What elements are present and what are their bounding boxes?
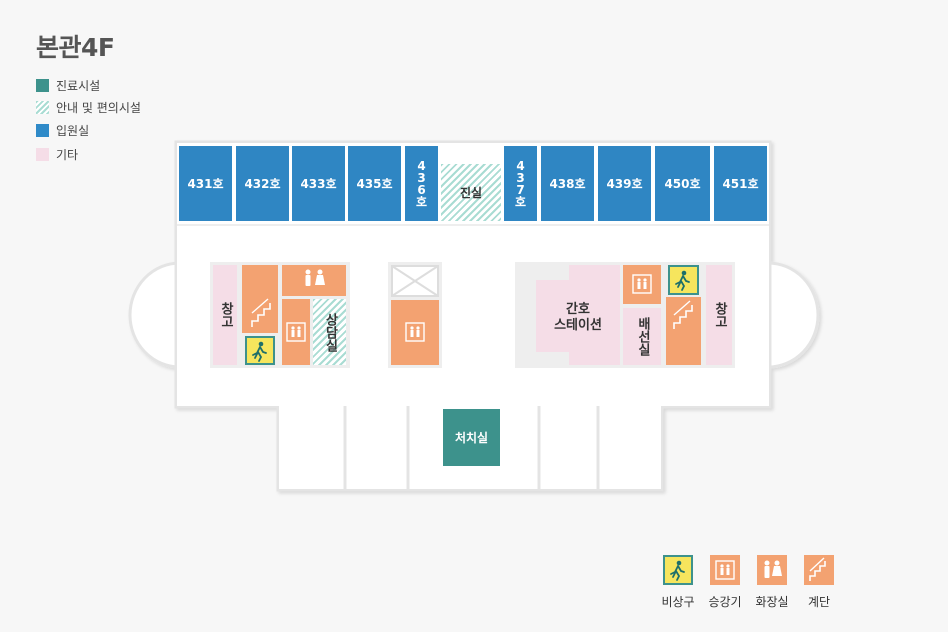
legend-swatch [36, 148, 49, 161]
room-label: 451호 [722, 177, 759, 191]
room-label-char: 3 [417, 170, 426, 185]
room-450[interactable]: 450호 [655, 146, 710, 221]
page-title: 본관4F [36, 33, 115, 62]
storage-label: 창고 [712, 302, 727, 328]
room-label-char: 7 [516, 182, 525, 197]
nurse-station-label-2: 스테이션 [554, 318, 602, 333]
emergency-exit-icon [670, 560, 685, 581]
shaft-cross-icon [391, 265, 439, 297]
legend-item-clinic: 진료시설 [36, 77, 100, 94]
emergency-exit-right [668, 265, 699, 295]
room-jinsil[interactable]: 진실 [441, 164, 501, 221]
elevator-icon [715, 560, 735, 580]
room-label-char: 4 [516, 158, 525, 173]
room-label: 432호 [244, 177, 281, 191]
legend-label: 입원실 [56, 124, 90, 138]
room-label: 435호 [356, 177, 393, 191]
stairs-icon [673, 300, 693, 329]
counseling-room[interactable]: 상담실 [313, 299, 346, 365]
room-label: 431호 [187, 177, 224, 191]
room-432[interactable]: 432호 [236, 146, 289, 221]
room-451[interactable]: 451호 [714, 146, 767, 221]
emergency-exit-icon [252, 341, 267, 362]
room-435[interactable]: 435호 [348, 146, 401, 221]
emergency-exit-left [245, 336, 275, 365]
stairs-icon [251, 298, 271, 327]
room-label-char: 3 [516, 170, 525, 185]
room-431[interactable]: 431호 [179, 146, 232, 221]
legend-swatch [36, 124, 49, 137]
counseling-label: 상담실 [322, 312, 338, 352]
room-439[interactable]: 439호 [598, 146, 651, 221]
storage-right[interactable]: 창고 [706, 265, 732, 365]
room-label-char: 6 [417, 182, 426, 197]
storage-left[interactable]: 창고 [213, 265, 237, 365]
room-label: 433호 [300, 177, 337, 191]
room-438[interactable]: 438호 [541, 146, 594, 221]
legend-label: 기타 [56, 148, 79, 162]
room-label-char: 호 [514, 194, 527, 209]
nurse-station-bg2 [569, 265, 620, 365]
pantry-label: 배선실 [635, 317, 650, 356]
legend-label-restroom: 화장실 [755, 595, 789, 609]
elevator-icon [405, 322, 425, 342]
legend-elevator [710, 555, 740, 585]
room-433[interactable]: 433호 [292, 146, 345, 221]
nurse-station-label-1: 간호 [566, 302, 590, 317]
elevator-middle [391, 300, 439, 365]
legend-stairs [804, 555, 834, 585]
storage-label: 창고 [218, 302, 233, 328]
elevator-icon [286, 322, 306, 342]
elevator-icon [632, 274, 652, 294]
legend-swatch [36, 101, 49, 114]
restroom-left [282, 265, 346, 296]
legend-label-elevator: 승강기 [708, 595, 742, 609]
elevator-left [282, 299, 310, 365]
treatment-label: 처치실 [454, 431, 489, 445]
legend-label: 안내 및 편의시설 [56, 101, 141, 115]
room-label: 439호 [606, 177, 643, 191]
elevator-shaft [391, 265, 439, 297]
stairs-right [666, 297, 701, 365]
legend-emergency-exit [663, 555, 693, 585]
legend-swatch [36, 79, 49, 92]
legend-restroom [757, 555, 787, 585]
room-436[interactable]: 4 3 6 호 [405, 146, 438, 221]
legend-label-exit: 비상구 [661, 595, 695, 609]
room-label: 진실 [459, 186, 483, 200]
treatment-room[interactable]: 처치실 [443, 409, 500, 466]
stairs-left [242, 265, 278, 333]
restroom-icon [764, 560, 782, 578]
stairs-icon [809, 557, 826, 581]
room-437[interactable]: 4 3 7 호 [504, 146, 537, 221]
legend-label-stairs: 계단 [807, 595, 831, 609]
room-label-char: 호 [415, 194, 428, 209]
restroom-icon [305, 269, 325, 286]
nurse-station[interactable]: 간호 스테이션 [536, 298, 620, 338]
room-label: 438호 [549, 177, 586, 191]
legend-label: 진료시설 [56, 79, 101, 93]
elevator-right [623, 265, 661, 304]
room-label: 450호 [664, 177, 701, 191]
legend-item-ward: 입원실 [36, 122, 89, 139]
legend-item-info: 안내 및 편의시설 [36, 99, 141, 116]
pantry-room[interactable]: 배선실 [623, 308, 661, 365]
emergency-exit-icon [675, 270, 690, 291]
room-label-char: 4 [417, 158, 426, 173]
legend-item-other: 기타 [36, 146, 78, 163]
